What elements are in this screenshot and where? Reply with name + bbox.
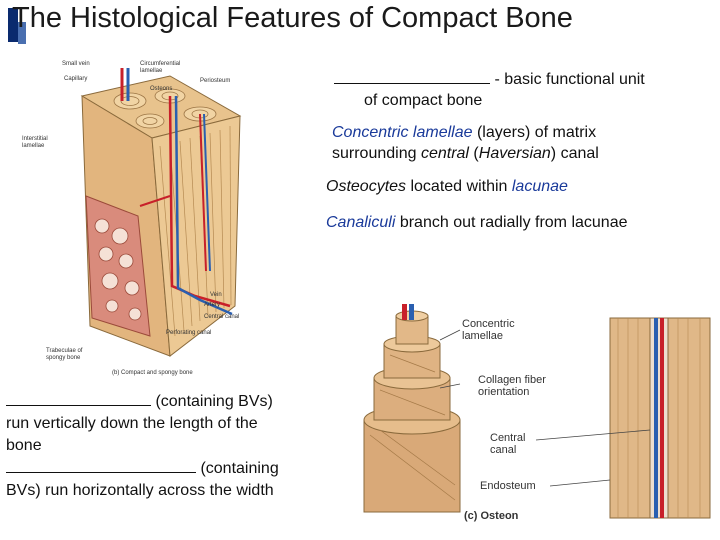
left-line4-suffix: (containing (196, 460, 279, 477)
lamellae-rest: (layers) of matrix (472, 124, 597, 141)
osteon-diagram: Concentric lamellae Collagen fiber orien… (360, 300, 716, 530)
label-vein: Vein (210, 292, 222, 298)
osteon-illustration (363, 304, 711, 519)
canaliculi-rest: branch out radially from lacunae (395, 214, 628, 231)
paren-close-canal: ) canal (550, 145, 599, 162)
bullet-lamellae: Concentric lamellae (layers) of matrix s… (332, 122, 716, 164)
lamellae-line2-pre: surrounding (332, 145, 421, 162)
left-line5: BVs) run horizontally across the width (6, 482, 274, 499)
bullet-osteon: - basic functional unit of compact bone (334, 68, 714, 111)
blank-osteon (334, 68, 490, 84)
left-line1-suffix: (containing BVs) (151, 393, 273, 410)
caption-compact-spongy: (b) Compact and spongy bone (112, 370, 193, 376)
osteocytes-term: Osteocytes (326, 178, 407, 195)
label-capillary: Capillary (64, 76, 88, 82)
left-line2: run vertically down the length of the (6, 415, 258, 432)
caption-osteon: (c) Osteon (464, 510, 519, 522)
osteocytes-mid: located within (406, 178, 512, 195)
title-accent-bar-secondary (18, 22, 26, 44)
label-periosteum: Periosteum (200, 78, 231, 84)
lamellae-term: Concentric lamellae (332, 124, 473, 141)
compact-bone-illustration (80, 68, 242, 357)
blank-central-canals (6, 390, 151, 406)
title-accent-bar (8, 8, 18, 42)
left-line3: bone (6, 437, 42, 454)
blank-perforating-canals (6, 457, 196, 473)
left-text-block: (containing BVs) run vertically down the… (6, 390, 351, 502)
label-collagen-fiber: Collagen fiber orientation (478, 374, 546, 398)
canaliculi-term: Canaliculi (326, 214, 396, 231)
label-circumferential: Circumferential lamellae (140, 61, 181, 74)
haversian-term: Haversian (478, 145, 551, 162)
osteon-line2: of compact bone (364, 92, 483, 109)
label-central-canal: Central canal (204, 314, 240, 320)
bullet-osteocytes: Osteocytes located within lacunae (326, 176, 716, 197)
central-term: central (420, 145, 469, 162)
page-title: The Histological Features of Compact Bon… (12, 2, 573, 34)
label-concentric-lamellae: Concentric lamellae (462, 318, 515, 342)
label-artery: Artery (204, 302, 221, 308)
label-small-vein: Small vein (62, 61, 90, 67)
compact-bone-diagram: Small vein Capillary Circumferential lam… (20, 56, 270, 376)
lacunae-term: lacunae (511, 178, 568, 195)
bullet-canaliculi: Canaliculi branch out radially from lacu… (326, 212, 716, 233)
label-osteons: Osteons (150, 86, 173, 92)
label-endosteum: Endosteum (480, 480, 536, 492)
label-perforating-canal: Perforating canal (166, 330, 212, 336)
label-interstitial: Interstitial lamellae (22, 136, 48, 149)
label-central-canal-osteon: Central canal (490, 432, 526, 456)
paren-open: ( (468, 145, 479, 162)
osteon-suffix: - basic functional unit (490, 71, 645, 88)
label-trabeculae: Trabeculae of spongy bone (46, 348, 83, 361)
